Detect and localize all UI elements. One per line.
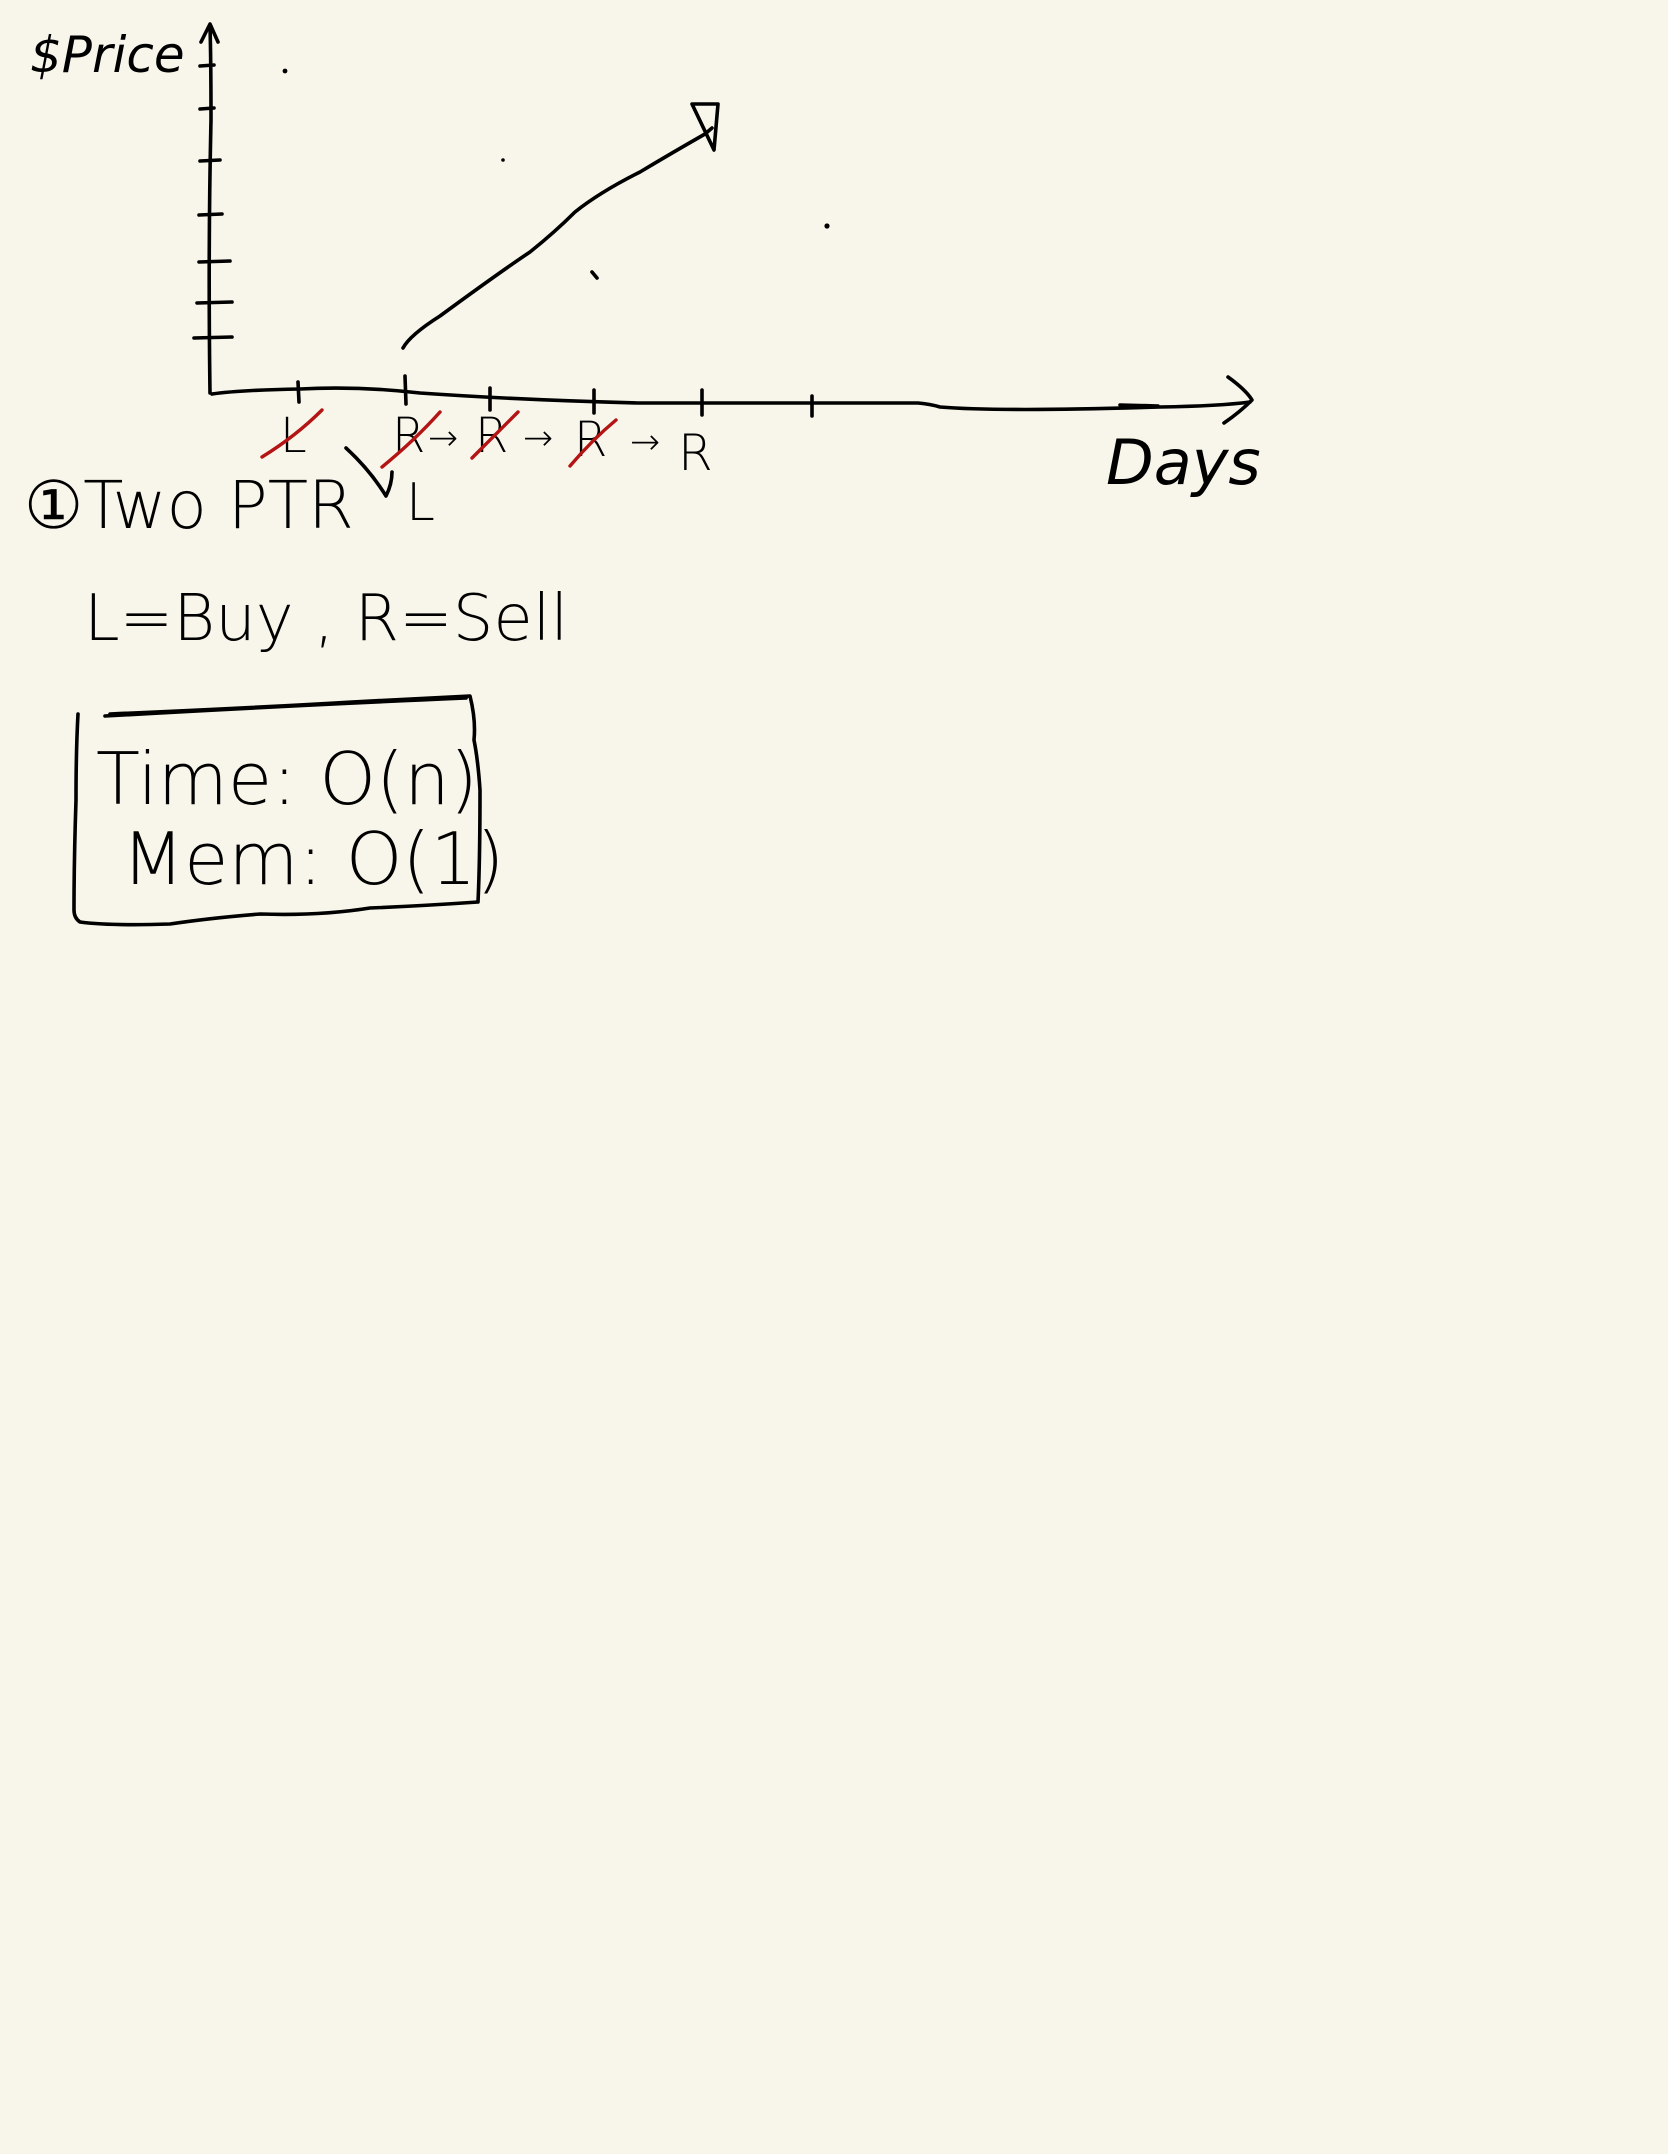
method-note: ①Two PTR: [24, 467, 354, 544]
pointer-move-arrow: →: [630, 422, 660, 463]
stray-dots: [282, 68, 830, 280]
complexity-box: Time: O(n) Mem: O(1): [72, 694, 504, 927]
ink-dot: [824, 223, 830, 229]
y-axis-tick: [197, 212, 224, 217]
y-axis-tick: [195, 300, 234, 305]
x-axis-label: Days: [1106, 426, 1261, 499]
x-axis-arrowhead: [1222, 375, 1254, 425]
y-axis: [192, 22, 234, 395]
y-axis-arrowhead: [199, 22, 220, 44]
pointer-label-right: R: [574, 412, 607, 468]
price-trend-line: [401, 126, 714, 350]
red-strikethroughs: [260, 408, 618, 469]
y-axis-tick: [198, 106, 216, 111]
pointer-label-right: R: [678, 424, 713, 482]
complexity-box-top-stroke: [103, 696, 468, 718]
y-axis-tick: [197, 259, 232, 264]
pointer-label-new-left: L: [406, 473, 435, 533]
x-axis: [210, 374, 1254, 425]
complexity-box-border: [72, 694, 482, 927]
strike-mark: [260, 408, 324, 459]
strike-mark: [380, 410, 442, 469]
memory-complexity: Mem: O(1): [122, 817, 504, 901]
trend-arrowhead: [690, 102, 720, 152]
pointer-move-arrow: →: [523, 418, 553, 459]
move-left-arrow: [344, 446, 394, 498]
y-axis-tick: [198, 63, 216, 68]
ink-dot: [590, 270, 599, 280]
x-axis-extension: [1118, 403, 1160, 408]
ink-dot: [282, 68, 288, 74]
strike-mark: [568, 418, 618, 468]
y-axis-label: $Price: [30, 26, 185, 84]
y-axis-line: [207, 24, 213, 395]
x-axis-tick: [403, 374, 408, 406]
strike-mark: [470, 410, 520, 460]
y-axis-tick: [192, 335, 234, 340]
pointer-labels: L R → R → R → R L: [280, 408, 713, 533]
y-axis-tick: [198, 158, 222, 163]
x-axis-tick: [296, 380, 301, 404]
pointer-move-arrow: →: [428, 418, 458, 459]
pointer-legend: L=Buy , R=Sell: [84, 582, 568, 656]
ink-dot: [501, 158, 505, 162]
time-complexity: Time: O(n): [96, 737, 478, 821]
